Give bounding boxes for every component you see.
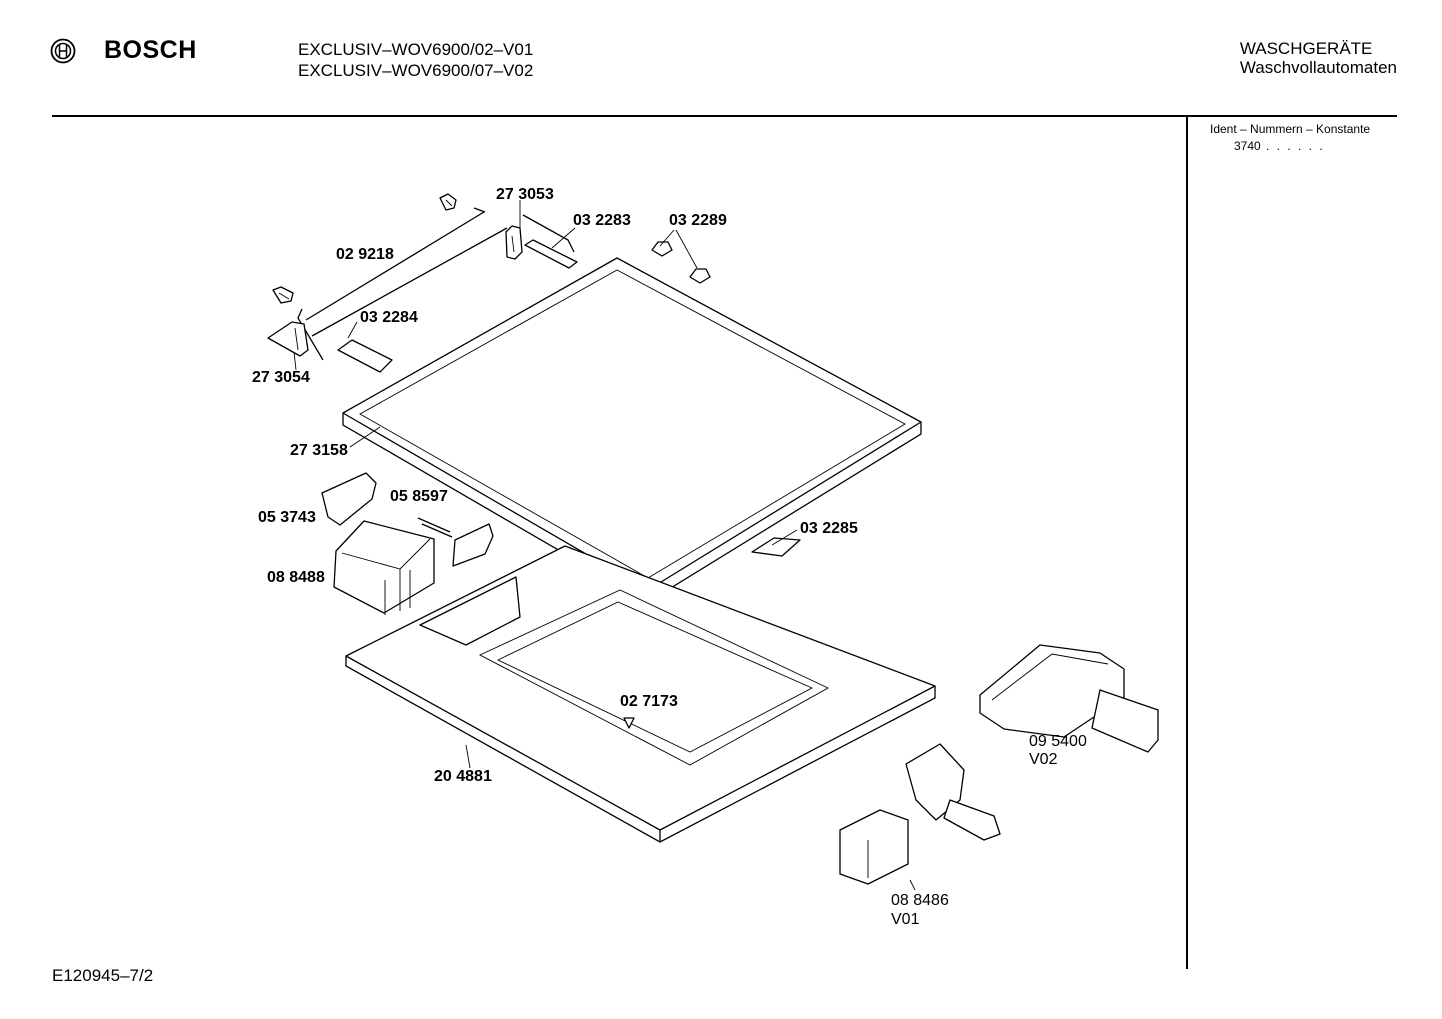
leader-273158 — [349, 426, 381, 448]
hinge-rod-lower-drawing — [311, 227, 508, 337]
brand-name: BOSCH — [104, 36, 197, 64]
label-204881: 20 4881 — [434, 768, 492, 785]
leader-273054 — [293, 351, 297, 371]
door-lock-v02-drawing — [979, 644, 1159, 753]
label-095400: 09 5400 — [1029, 733, 1087, 750]
leader-032283 — [551, 227, 576, 249]
foot-left-drawing — [651, 241, 673, 257]
leader-204881 — [465, 744, 471, 769]
label-032284: 03 2284 — [360, 309, 418, 326]
sidebar-divider — [1186, 117, 1188, 969]
label-032285: 03 2285 — [800, 520, 858, 537]
pin-drawing — [417, 517, 453, 538]
label-032283: 03 2283 — [573, 212, 631, 229]
leader-032284 — [347, 321, 358, 339]
appliance-category: WASCHGERÄTE Waschvollautomaten — [1240, 39, 1397, 77]
drawer-flap-drawing — [321, 472, 377, 526]
bracket-drawing — [751, 537, 801, 557]
screw-left-drawing — [272, 286, 294, 304]
hinge-plate-left-drawing — [337, 339, 393, 373]
category-line-1: WASCHGERÄTE — [1239, 39, 1373, 58]
label-032289: 03 2289 — [669, 212, 727, 229]
label-095400-variant: V02 — [1029, 751, 1058, 768]
screw-top-drawing — [439, 193, 457, 211]
label-058597: 05 8597 — [390, 488, 448, 505]
hinge-plate-right-drawing — [524, 239, 578, 269]
hinge-left-drawing — [267, 321, 309, 357]
bosch-logo-icon — [50, 38, 76, 64]
hinge-right-drawing — [505, 214, 575, 260]
label-088486: 08 8486 — [891, 892, 949, 909]
model-line-1: EXCLUSIV–WOV6900/02–V01 — [298, 40, 534, 59]
label-273054: 27 3054 — [252, 369, 310, 386]
ident-title: Ident – Nummern – Konstante — [1210, 122, 1371, 136]
detergent-drawer-drawing — [333, 520, 435, 615]
model-designations: EXCLUSIV–WOV6900/02–V01 EXCLUSIV–WOV6900… — [298, 39, 533, 81]
label-029218: 02 9218 — [336, 246, 394, 263]
label-088486-variant: V01 — [891, 911, 920, 928]
ident-dots: . . . . . . — [1266, 139, 1325, 153]
drawing-id: E120945–7/2 — [52, 966, 154, 985]
leader-088486 — [909, 879, 916, 891]
model-line-2: EXCLUSIV–WOV6900/07–V02 — [298, 61, 534, 80]
leader-032285 — [771, 529, 798, 546]
ident-value: 3740 — [1234, 139, 1261, 153]
screw-frame-drawing — [623, 717, 635, 729]
category-line-2: Waschvollautomaten — [1239, 58, 1397, 77]
foot-right-drawing — [689, 268, 711, 284]
label-088488: 08 8488 — [267, 569, 325, 586]
label-273053: 27 3053 — [496, 186, 554, 203]
header-divider — [52, 115, 1397, 117]
label-273158: 27 3158 — [290, 442, 348, 459]
label-027173: 02 7173 — [620, 693, 678, 710]
door-lock-v01-drawing — [839, 743, 1001, 885]
label-053743: 05 3743 — [258, 509, 316, 526]
drawer-cover-drawing — [452, 523, 494, 567]
hinge-rod-drawing — [297, 207, 486, 361]
